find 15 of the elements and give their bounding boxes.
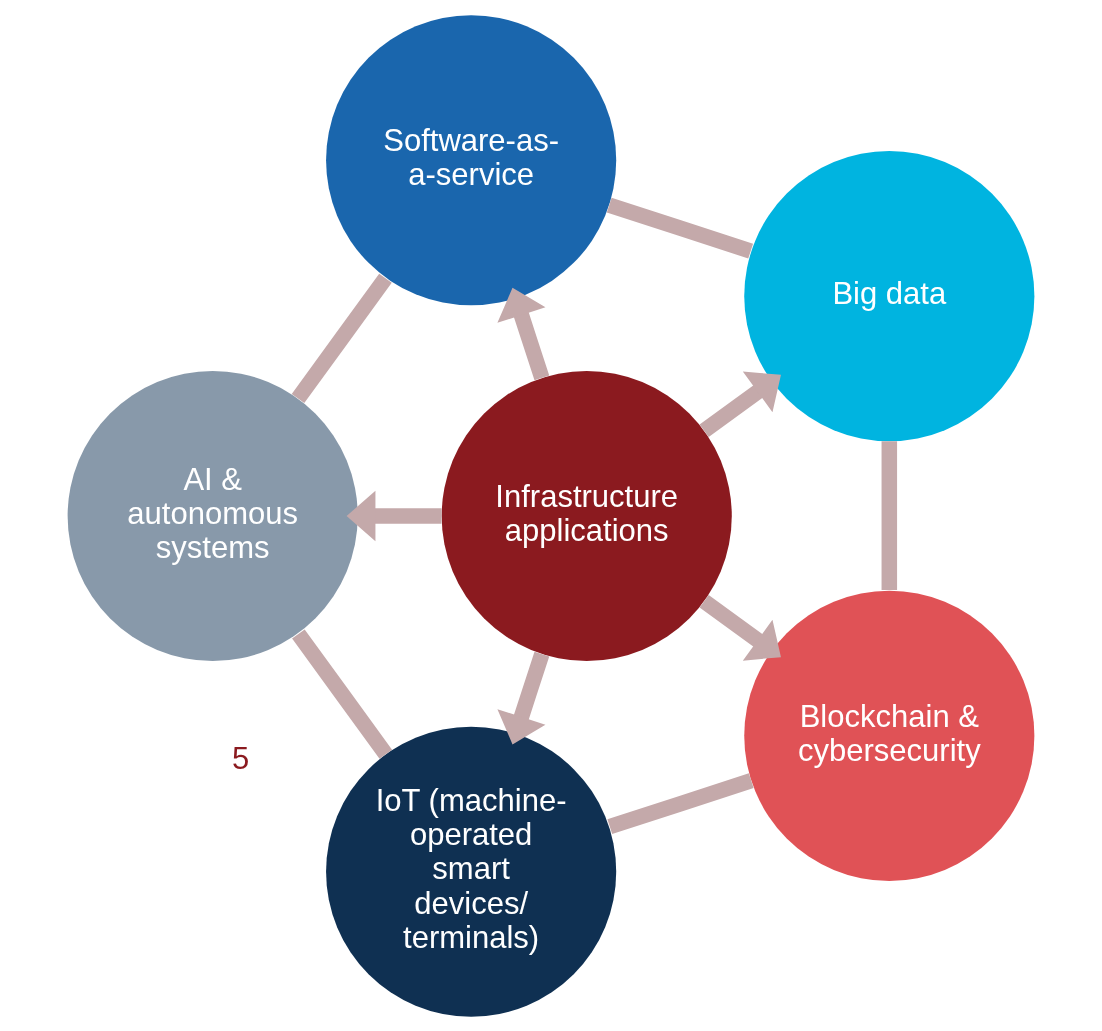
arrow bbox=[497, 651, 550, 744]
node-circle: Infrastructure applications bbox=[441, 370, 732, 661]
connector bbox=[607, 772, 754, 834]
connector bbox=[606, 197, 754, 258]
arrow bbox=[346, 490, 442, 541]
node-circle: Software-as-a-service bbox=[326, 14, 617, 305]
node-circle: AI & autonomous systems bbox=[67, 370, 358, 661]
connector bbox=[291, 273, 392, 403]
connector bbox=[881, 440, 898, 590]
node-circle: IoT (machine-operated smart devices/terminals) bbox=[326, 726, 617, 1017]
arrow bbox=[699, 594, 781, 661]
connector bbox=[292, 628, 393, 759]
arrow bbox=[699, 370, 781, 437]
arrow bbox=[497, 287, 550, 380]
label: 5 bbox=[232, 740, 250, 776]
